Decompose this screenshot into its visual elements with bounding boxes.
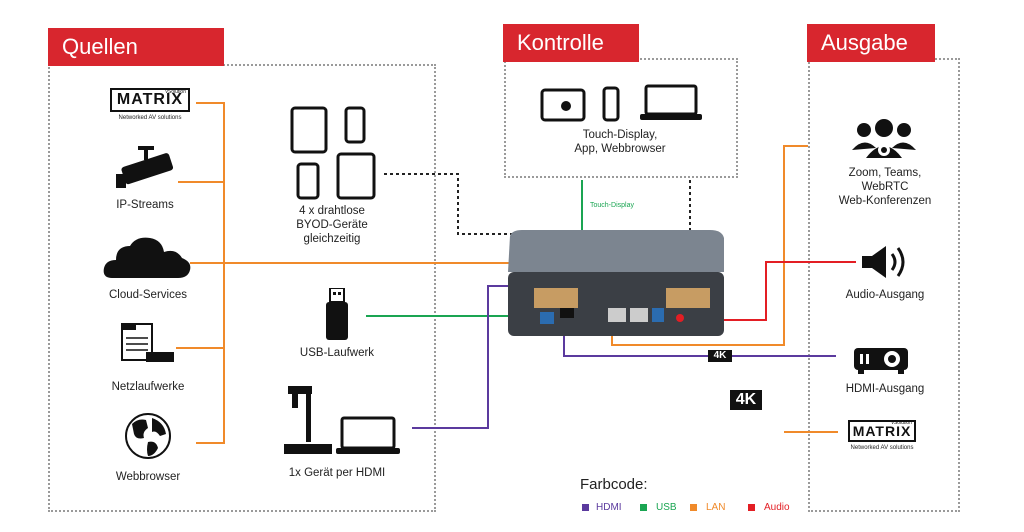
legend-swatch-usb (640, 504, 647, 511)
usb-drive-label: USB-Laufwerk (299, 347, 375, 359)
byod-line-1: 4 x drahtlose (299, 205, 365, 217)
output-header: Ausgabe (807, 24, 935, 62)
touch-display-wire-label: Touch-Display (590, 202, 634, 209)
speaker-icon (862, 246, 905, 278)
matrix-tagline-source: Networked AV solutions (118, 115, 182, 121)
matrix-tagline-output: Networked AV solutions (850, 445, 914, 451)
byod-devices-icon (290, 106, 376, 200)
globe-icon (125, 413, 171, 459)
legend-title: Farbcode: (580, 476, 648, 493)
control-label: Touch-Display, App, Webbrowser (540, 128, 700, 156)
document-camera-icon (284, 386, 332, 454)
audio-output-label: Audio-Ausgang (845, 289, 925, 301)
projector-icon (854, 348, 908, 374)
matrix-logo-source: MATRIX vSolution (110, 88, 190, 112)
legend-swatch-hdmi (582, 504, 589, 511)
cloud-services-label: Cloud-Services (109, 289, 187, 301)
webbrowser-label: Webbrowser (115, 471, 181, 483)
legend-label-lan: LAN (706, 502, 726, 513)
legend-swatch-lan (690, 504, 697, 511)
legend-label-usb: USB (656, 502, 677, 513)
cloud-icon (103, 237, 191, 278)
4k-badge-large: 4K (730, 390, 762, 410)
conference-line-1: Zoom, Teams, (848, 167, 922, 179)
sources-header: Quellen (48, 28, 224, 66)
legend-swatch-audio (748, 504, 755, 511)
ip-streams-label: IP-Streams (116, 199, 174, 211)
laptop-icon (336, 416, 400, 454)
sources-box (48, 64, 436, 512)
conference-icon (852, 119, 916, 158)
mini-pc-device (508, 230, 724, 336)
byod-line-3: gleichzeitig (303, 233, 361, 245)
smartphone-icon (602, 86, 620, 122)
byod-label: 4 x drahtlose BYOD-Geräte gleichzeitig (272, 204, 392, 246)
conference-line-2: WebRTC (861, 181, 909, 193)
conference-line-3: Web-Konferenzen (838, 195, 932, 207)
conference-label: Zoom, Teams, WebRTC Web-Konferenzen (830, 166, 940, 208)
hdmi-output-label: HDMI-Ausgang (845, 383, 925, 395)
control-line-1: Touch-Display, (582, 129, 658, 141)
touch-display-icon (540, 88, 586, 122)
control-laptop-icon (640, 84, 702, 120)
legend-label-hdmi: HDMI (596, 502, 622, 513)
control-header: Kontrolle (503, 24, 639, 62)
byod-line-2: BYOD-Geräte (296, 219, 368, 231)
network-drive-icon (121, 323, 174, 362)
hdmi-device-label: 1x Gerät per HDMI (288, 467, 386, 479)
control-line-2: App, Webbrowser (574, 143, 666, 155)
usb-drive-icon (326, 288, 348, 340)
camera-icon (116, 146, 174, 188)
4k-badge-small: 4K (708, 350, 732, 362)
network-drives-label: Netzlaufwerke (111, 381, 185, 393)
matrix-logo-output: MATRIX vSolution (848, 420, 916, 442)
legend-label-audio: Audio (764, 502, 790, 513)
